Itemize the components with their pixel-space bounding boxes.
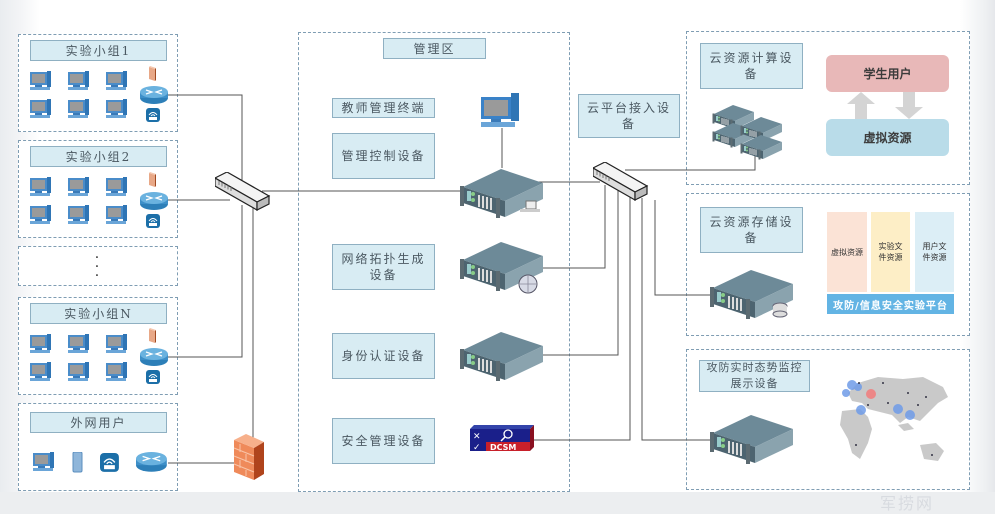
virtual-resource-box: 虚拟资源 xyxy=(826,119,949,156)
cloud-access-label: 云平台接入设备 xyxy=(578,94,680,138)
storage-server-icon[interactable] xyxy=(710,268,796,322)
group-1-title: 实验小组1 xyxy=(30,40,167,61)
group-2-computers xyxy=(30,177,127,224)
identity-auth-server-icon[interactable] xyxy=(460,330,546,384)
wire-topo xyxy=(540,185,606,269)
wire-monitor xyxy=(641,198,712,441)
wire-dcsm xyxy=(533,193,631,441)
svg-text:✓: ✓ xyxy=(473,443,481,453)
bottom-band xyxy=(0,492,995,514)
ellipsis-zone xyxy=(18,246,178,286)
ellipsis-dots: ··· xyxy=(94,250,100,284)
svg-text:✕: ✕ xyxy=(473,432,481,442)
monitor-label: 攻防实时态势监控展示设备 xyxy=(699,360,810,392)
cloud-storage-label: 云资源存储设备 xyxy=(700,207,803,253)
group-2-firewall-icon xyxy=(149,172,156,187)
identity-auth-label: 身份认证设备 xyxy=(332,333,435,379)
group-1-wifi-icon xyxy=(146,108,160,122)
external-wifi-icon xyxy=(100,453,120,473)
external-pc-icon xyxy=(33,452,54,471)
topology-gen-server-icon[interactable] xyxy=(460,240,546,300)
mgmt-control-label: 管理控制设备 xyxy=(332,133,435,179)
storage-col-user: 用户文件资源 xyxy=(915,212,954,292)
mgmt-control-server-icon[interactable] xyxy=(460,167,546,221)
wire-cloud-switch-compute xyxy=(625,150,756,171)
storage-col-experiment: 实验文件资源 xyxy=(871,212,910,292)
group-2-wifi-icon xyxy=(146,214,160,228)
topology-gen-label: 网络拓扑生成设备 xyxy=(332,244,435,290)
monitor-server-icon[interactable] xyxy=(710,413,796,467)
external-users-title: 外网用户 xyxy=(30,412,167,433)
access-switch-icon[interactable] xyxy=(215,172,271,212)
group-n-computers xyxy=(30,334,127,381)
security-lab-platform: 攻防/信息安全实验平台 xyxy=(827,294,954,314)
main-firewall-icon xyxy=(233,434,264,480)
group-n-wifi-icon xyxy=(146,370,160,384)
storage-col-virtual: 虚拟资源 xyxy=(827,212,867,292)
teacher-terminal-icon[interactable] xyxy=(481,93,521,129)
teacher-terminal-label: 教师管理终端 xyxy=(332,98,435,118)
group-2-router-icon[interactable] xyxy=(140,192,170,212)
management-zone-title: 管理区 xyxy=(383,38,486,59)
wire-storage xyxy=(654,200,712,296)
group-1-router-icon[interactable] xyxy=(140,86,170,106)
mobile-phone-icon xyxy=(72,452,83,473)
wire-auth xyxy=(540,190,619,356)
group-1-firewall-icon xyxy=(149,66,156,81)
world-threat-map xyxy=(840,377,948,461)
group-n-router-icon[interactable] xyxy=(140,348,170,368)
security-mgmt-label: 安全管理设备 xyxy=(332,418,435,464)
bidirectional-arrows-icon xyxy=(847,92,923,119)
group-2-title: 实验小组2 xyxy=(30,146,167,167)
group-n-firewall-icon xyxy=(149,328,156,343)
group-n-title: 实验小组N xyxy=(30,303,167,324)
wire-groupn xyxy=(168,205,243,358)
group-1-computers xyxy=(30,71,127,118)
wire-group1 xyxy=(168,94,243,180)
watermark-text: 军捞网 xyxy=(880,494,935,513)
cloud-switch-icon[interactable] xyxy=(593,162,649,202)
external-router-icon[interactable] xyxy=(136,452,168,474)
student-user-box: 学生用户 xyxy=(826,55,949,92)
compute-server-cluster-icon[interactable] xyxy=(712,105,792,167)
dcsm-text: DCSM xyxy=(490,443,516,452)
cloud-compute-label: 云资源计算设备 xyxy=(700,43,803,89)
dcsm-security-icon[interactable]: ✕ ✓ DCSM xyxy=(470,425,536,455)
